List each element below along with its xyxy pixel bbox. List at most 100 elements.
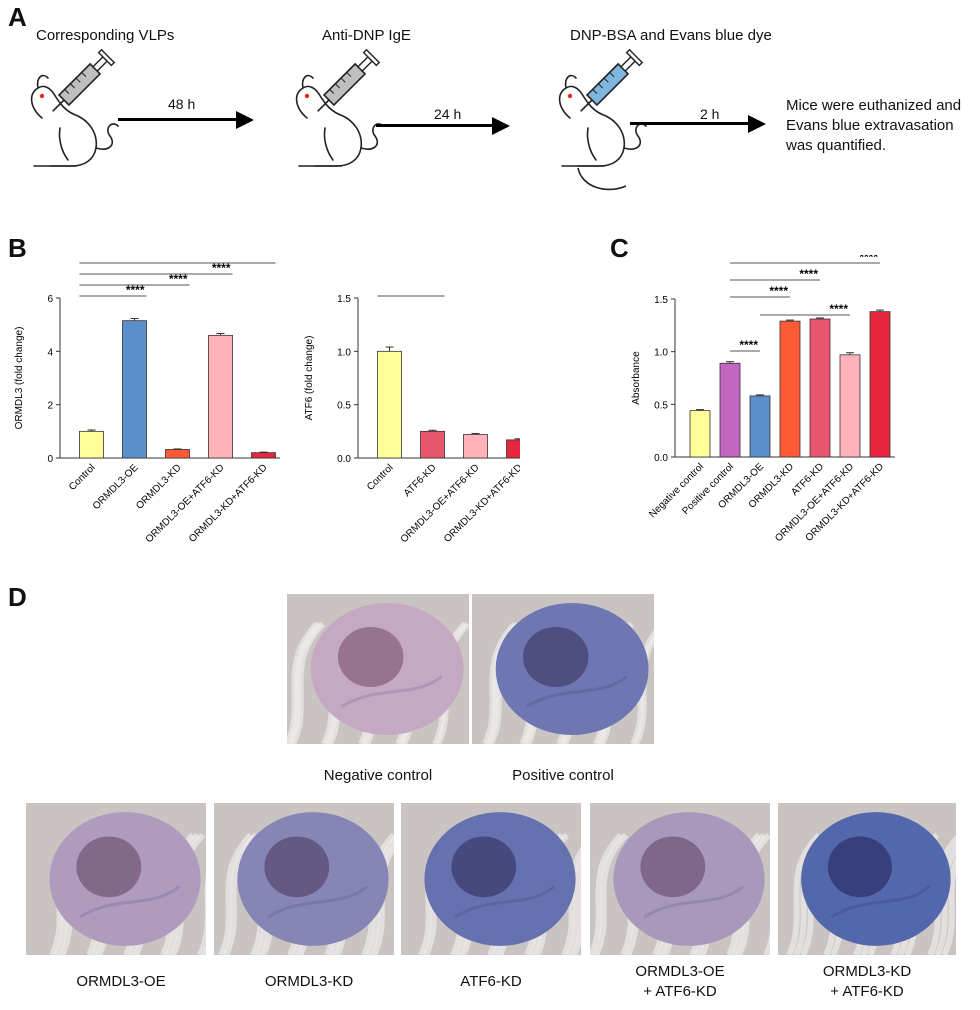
mouse-icon-2 [295,48,384,167]
ear-vessel [267,885,368,919]
syringe-tick [603,77,609,83]
outcome-line-2: Evans blue extravasation [786,117,954,134]
syringe-tick [70,83,75,89]
mouse-ear [36,74,49,89]
y-tick-label: 4 [47,347,53,358]
fur-strand [197,874,206,955]
mouse-leg [58,127,69,161]
syringe-tick [335,83,340,89]
ear-illustration [401,803,581,955]
panel-letter-b: B [8,233,27,263]
arrow-2 [376,124,494,127]
bar-atf6-kd [420,430,445,459]
fur-strand [593,832,629,955]
arrow-1 [118,118,238,121]
bar-ormdl3-kd-atf6-kd [869,311,891,458]
caption-ormdl3-oe: ORMDL3-OE [26,972,216,992]
caption-ormdl3-oe-atf6-kd: ORMDL3-OE + ATF6-KD [590,962,770,1002]
caption-line: ORMDL3-OE [635,963,725,980]
syringe-barrel [585,62,630,107]
mouse-icon-1 [30,48,119,167]
fur-strand [566,855,581,955]
bar-atf6-kd [809,318,831,458]
injection-tube [577,167,627,191]
significance-stars: **** [126,283,145,297]
mouse-tail [623,123,647,150]
arrow-head-1 [236,111,254,129]
x-tick-label: ORMDL3-KD+ATF6-KD [442,462,520,544]
syringe-needle [580,99,593,112]
significance-stars: **** [859,255,878,264]
syringe-tick [598,83,603,89]
mouse-tail [360,123,384,150]
outcome-line-1: Mice were euthanized and [786,97,962,114]
syringe-tick [75,77,81,83]
ear-illustration [214,803,394,955]
ear-canal [640,836,706,898]
bar-ormdl3-oe [749,395,771,458]
interval-label-2: 24 h [434,106,462,122]
ear-canal [264,836,330,898]
y-tick-label: 1.0 [654,348,668,359]
syringe-handle [625,48,644,67]
fur-strand [590,832,624,955]
ear-photo-ormdl3-oe-atf6-kd [590,803,770,955]
mouse-outline [295,74,384,167]
mouse-eye [567,93,573,99]
panel-letter-a: A [8,2,27,32]
syringe-icon [580,48,644,112]
ear-photo-negative-control [287,594,469,744]
interval-label-1: 48 h [168,96,196,112]
y-tick-label: 1.0 [337,347,351,358]
mouse-ear [564,74,577,89]
mouse-leg [323,127,334,161]
ear-illustration [778,803,956,955]
mouse-body [30,85,98,167]
significance-stars: **** [799,267,818,281]
syringe-barrel [322,62,367,107]
x-tick-label: ORMDL3-OE+ATF6-KD [144,462,227,545]
arrow-head-3 [748,115,766,133]
y-tick-label: 0 [47,454,53,465]
syringe-tick [346,72,352,78]
y-tick-label: 0.0 [337,454,351,465]
fur-strand [786,832,822,955]
significance-stars: **** [255,258,274,264]
mouse-icon-3 [558,48,647,191]
fur-strand [290,621,326,744]
ear-canal [337,627,404,687]
bar-ormdl3-oe-atf6-kd [463,434,488,459]
caption-positive-control: Positive control [512,767,614,784]
caption-line: ORMDL3-KD [822,963,912,980]
ear-canal [522,627,589,687]
ear-canal [827,836,892,898]
bar-ormdl3-oe [122,320,147,459]
x-tick-label: ORMDL3-KD+ATF6-KD [187,462,269,544]
ear-vessel [79,885,180,919]
y-tick-label: 0.0 [654,453,668,464]
y-axis-label: ORMDL3 (fold change) [14,327,25,430]
syringe-needle [52,99,65,112]
syringe-tick [592,89,598,94]
ear-photo-atf6-kd [401,803,581,955]
step-label-2: Anti-DNP IgE [322,27,411,44]
ear-canal [451,836,517,898]
y-tick-label: 2 [47,401,53,412]
ear-photo-ormdl3-kd [214,803,394,955]
ear-canal [76,836,142,898]
x-tick-label: ORMDL3-OE [91,462,141,512]
step-label-3: DNP-BSA and Evans blue dye [570,27,772,44]
significance-stars: **** [169,272,188,286]
ear-illustration [472,594,654,744]
syringe-handle [97,48,116,67]
x-tick-label: Control [67,462,98,493]
ear-vessel [643,885,744,919]
bar-control [79,430,104,459]
caption-negative-control: Negative control [323,767,433,784]
syringe-handle [362,48,381,67]
significance-stars: **** [739,338,758,352]
significance-stars: **** [424,290,443,297]
mouse-leg [586,127,597,161]
y-tick-label: 0.5 [654,400,668,411]
syringe-icon [52,48,116,112]
